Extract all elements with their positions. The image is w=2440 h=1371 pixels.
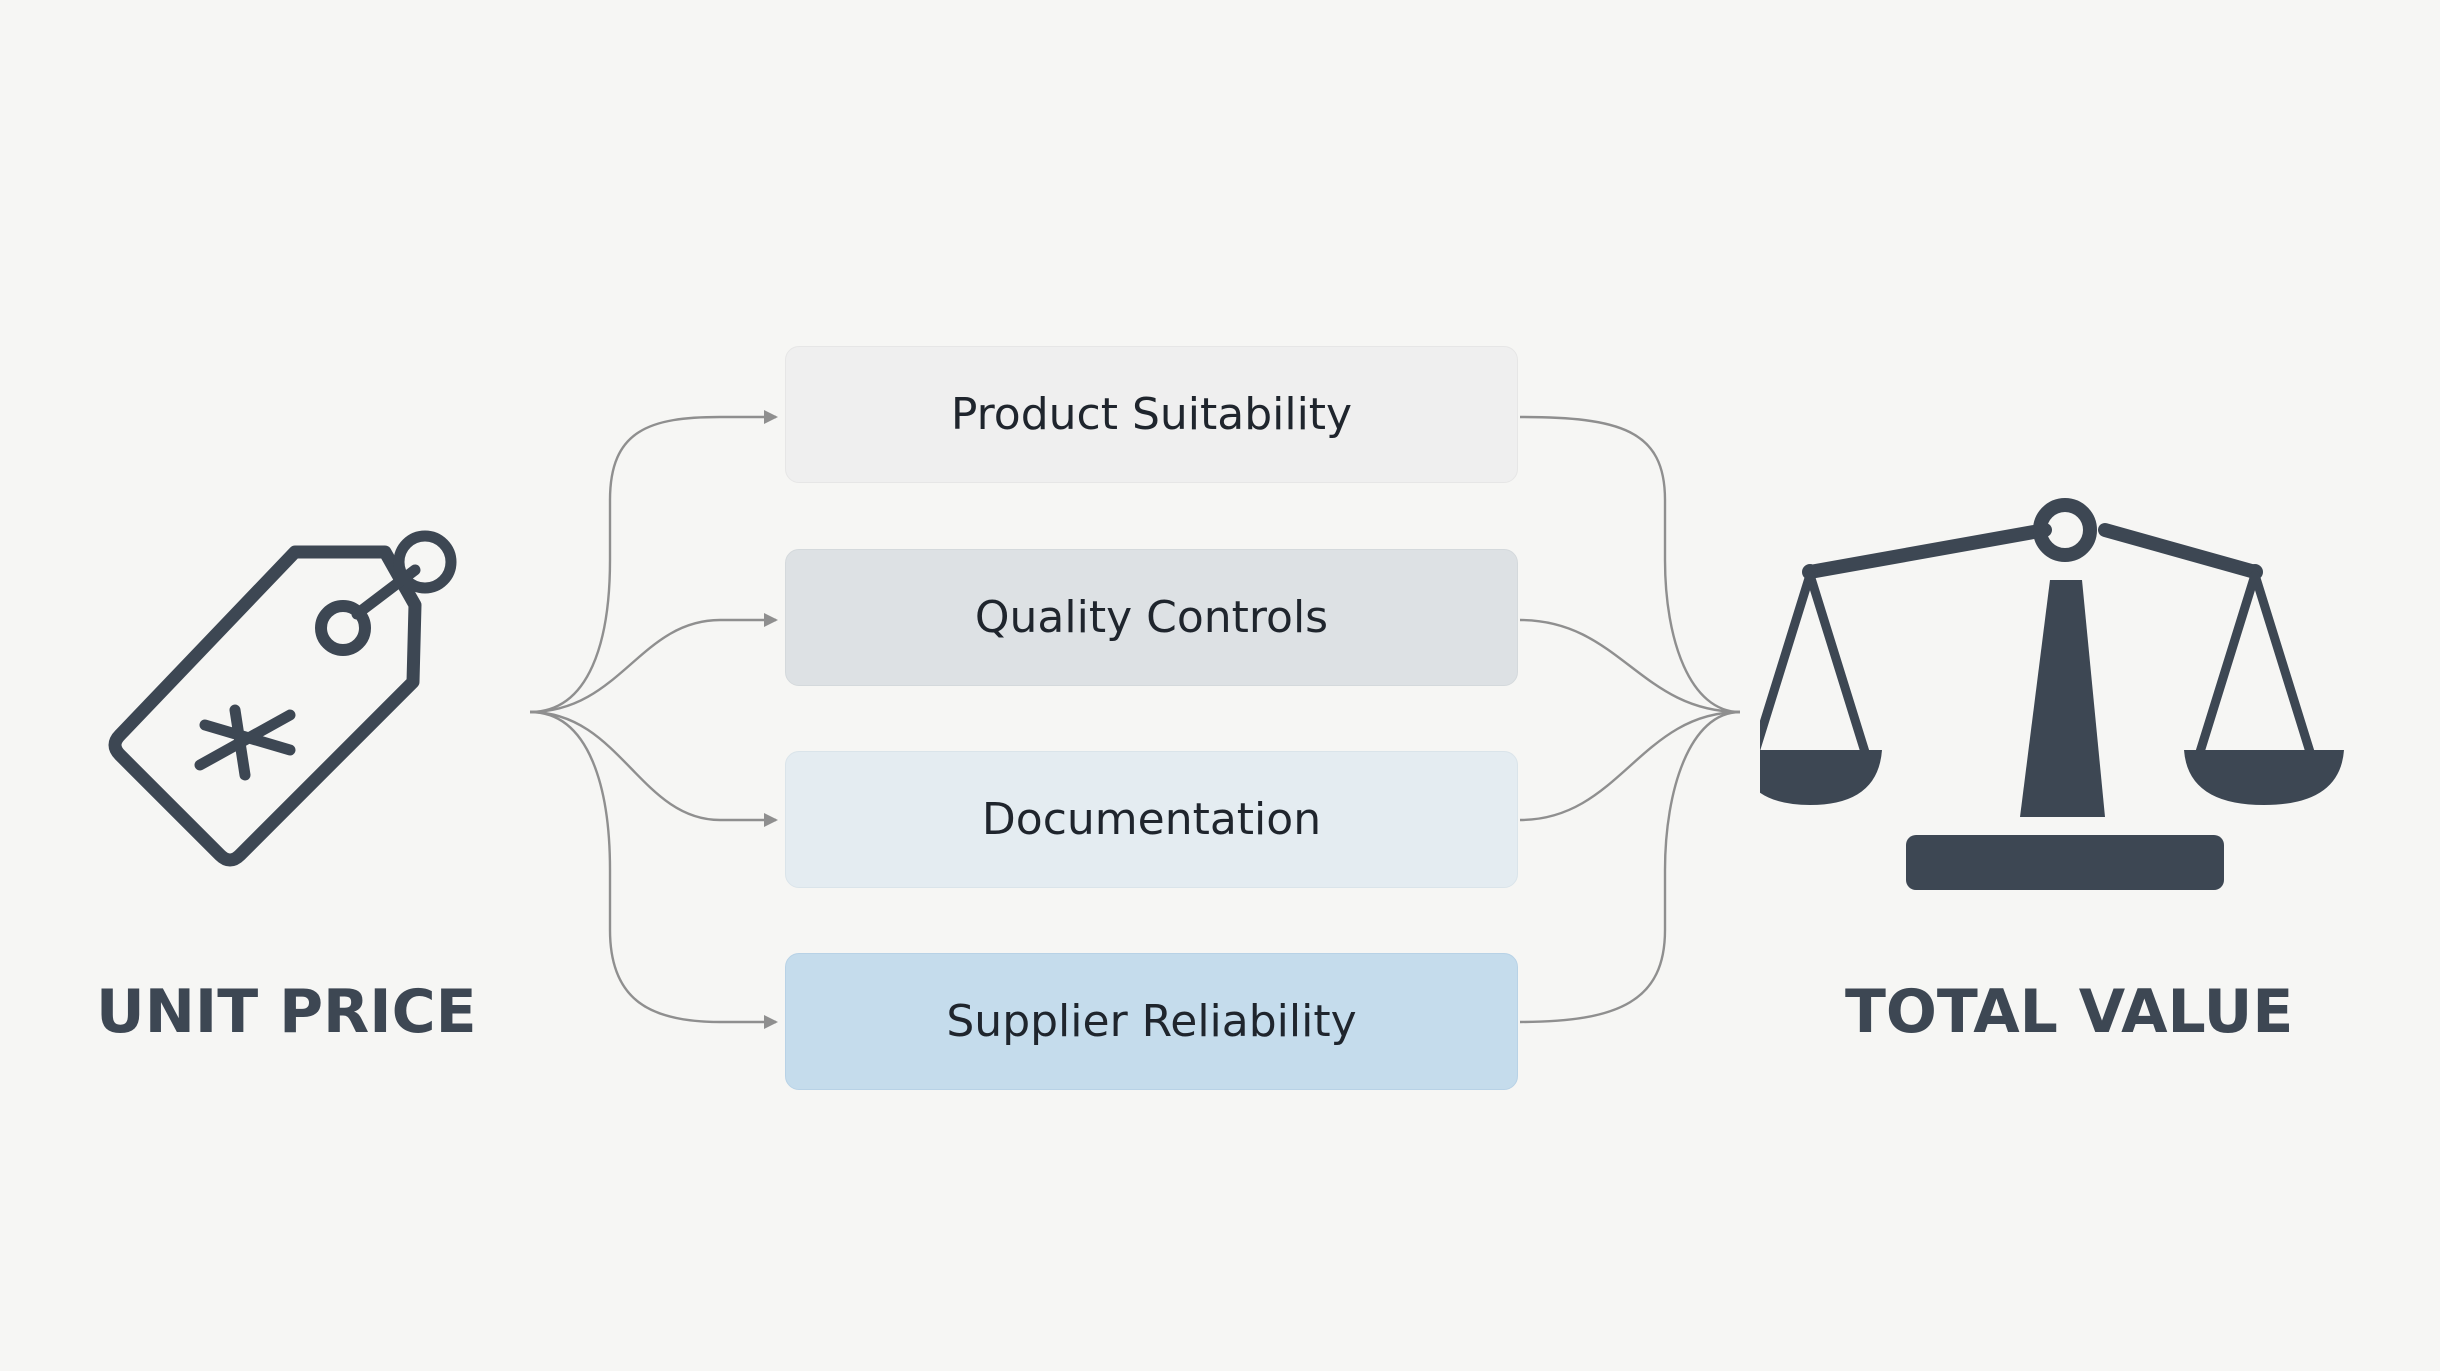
factor-documentation: Documentation <box>785 751 1518 888</box>
connector-left-2 <box>529 613 778 714</box>
connector-left-4 <box>529 710 778 1029</box>
connector-right-1 <box>1519 415 1741 714</box>
factor-supplier-reliability: Supplier Reliability <box>785 953 1518 1090</box>
connector-right-2 <box>1519 618 1741 714</box>
total-value-label: TOTAL VALUE <box>1845 977 2294 1047</box>
connector-right-4 <box>1519 710 1741 1024</box>
balance-scale-icon <box>1760 498 2344 890</box>
factor-product-suitability: Product Suitability <box>785 346 1518 483</box>
connector-right-3 <box>1519 710 1741 822</box>
connector-left-3 <box>529 710 778 827</box>
connector-left-1 <box>529 410 778 714</box>
unit-price-label: UNIT PRICE <box>96 977 477 1047</box>
price-tag-icon <box>108 530 457 867</box>
factor-quality-controls: Quality Controls <box>785 549 1518 686</box>
